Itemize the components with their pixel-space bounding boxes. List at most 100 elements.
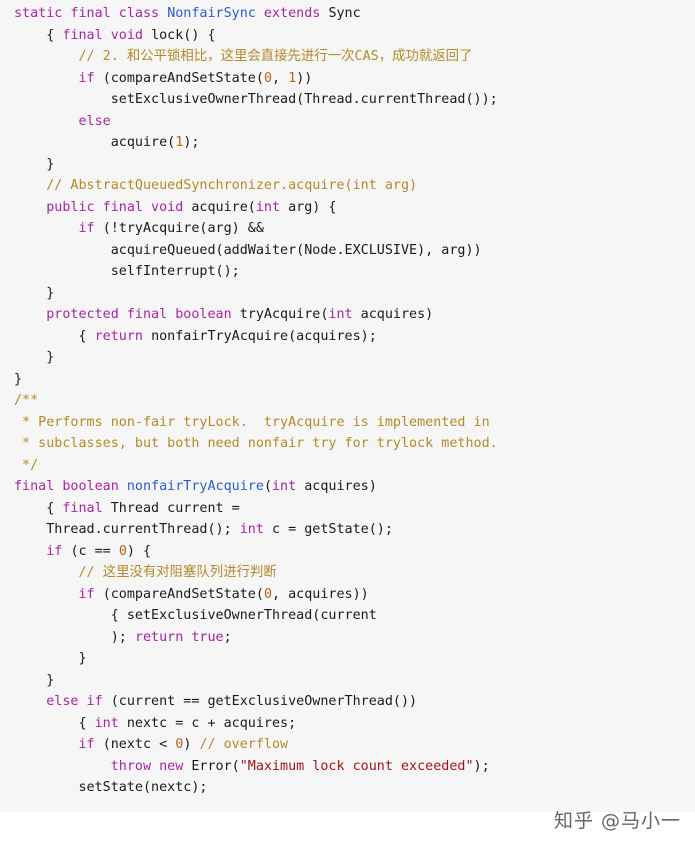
code-line: } bbox=[14, 347, 498, 369]
code-token: * subclasses, but both need nonfair try … bbox=[14, 436, 498, 451]
code-token: * Performs non-fair tryLock. tryAcquire … bbox=[14, 414, 490, 430]
code-token: acquire( bbox=[191, 199, 256, 215]
code-line: { return nonfairTryAcquire(acquires); bbox=[14, 326, 498, 348]
code-line: else if (current == getExclusiveOwnerThr… bbox=[14, 691, 498, 713]
code-listing: static final class NonfairSync extends S… bbox=[14, 3, 498, 799]
code-token: public final void bbox=[14, 199, 192, 215]
code-token: } bbox=[14, 350, 55, 365]
code-token: final bbox=[62, 500, 111, 516]
code-token: c = getState(); bbox=[271, 522, 393, 537]
code-line: } bbox=[14, 670, 498, 692]
code-token: */ bbox=[14, 457, 39, 473]
code-token: lock() { bbox=[151, 27, 216, 43]
code-token: ) bbox=[183, 737, 200, 752]
code-token: int bbox=[239, 522, 272, 537]
code-token: // overflow bbox=[199, 737, 289, 752]
code-token: { bbox=[14, 715, 95, 731]
code-token: )) bbox=[296, 70, 313, 86]
code-line: } bbox=[14, 648, 498, 670]
code-token: ; bbox=[223, 629, 232, 645]
code-token: return true bbox=[134, 629, 224, 645]
code-token: NonfairSync bbox=[167, 6, 256, 21]
code-token: { setExclusiveOwnerThread(current bbox=[14, 608, 377, 623]
code-line: if (compareAndSetState(0, acquires)) bbox=[14, 584, 498, 606]
code-token: protected final boolean bbox=[14, 307, 240, 322]
code-token: int bbox=[272, 479, 305, 494]
code-token: (compareAndSetState( bbox=[102, 70, 264, 86]
code-token: 1 bbox=[175, 135, 184, 150]
code-token: static final class bbox=[14, 6, 168, 21]
code-line: final boolean nonfairTryAcquire(int acqu… bbox=[14, 476, 498, 498]
code-token: acquireQueued(addWaiter(Node.EXCLUSIVE),… bbox=[14, 242, 482, 258]
code-token: ); bbox=[14, 629, 135, 645]
code-token: } bbox=[14, 371, 23, 387]
code-token: setExclusiveOwnerThread(Thread.currentTh… bbox=[14, 92, 498, 107]
code-token: (c == bbox=[70, 543, 119, 559]
code-token: Error( bbox=[191, 758, 240, 774]
code-line: { final void lock() { bbox=[14, 25, 498, 47]
code-token: ( bbox=[263, 479, 272, 494]
code-token: { bbox=[14, 328, 95, 344]
code-token: acquire( bbox=[14, 135, 176, 150]
code-token: ) { bbox=[126, 543, 152, 559]
code-token: (compareAndSetState( bbox=[102, 586, 264, 602]
code-line: protected final boolean tryAcquire(int a… bbox=[14, 304, 498, 326]
code-token: int bbox=[255, 199, 289, 215]
code-token: if bbox=[14, 737, 103, 752]
code-block: static final class NonfairSync extends S… bbox=[14, 3, 498, 799]
code-token: ); bbox=[183, 135, 200, 150]
code-token: acquires) bbox=[304, 479, 377, 494]
code-line: { final Thread current = bbox=[14, 498, 498, 520]
code-line: * subclasses, but both need nonfair try … bbox=[14, 433, 498, 455]
code-line: public final void acquire(int arg) { bbox=[14, 197, 498, 219]
code-token: (!tryAcquire(arg) && bbox=[102, 221, 264, 236]
code-token: if bbox=[14, 543, 71, 559]
code-line: /** bbox=[14, 390, 498, 412]
code-token: if bbox=[14, 586, 103, 602]
code-line: { setExclusiveOwnerThread(current bbox=[14, 605, 498, 627]
code-line: ); return true; bbox=[14, 627, 498, 649]
code-line: { int nextc = c + acquires; bbox=[14, 713, 498, 735]
code-line: // 这里没有对阻塞队列进行判断 bbox=[14, 562, 498, 584]
code-line: } bbox=[14, 283, 498, 305]
code-token: Thread.currentThread(); bbox=[14, 522, 240, 537]
code-token: Sync bbox=[328, 6, 361, 21]
code-line: setState(nextc); bbox=[14, 777, 498, 799]
code-token: (current == getExclusiveOwnerThread()) bbox=[110, 694, 418, 709]
code-token: int bbox=[328, 307, 361, 322]
code-token: , bbox=[272, 70, 289, 86]
code-token: else bbox=[14, 113, 111, 129]
code-token: "Maximum lock count exceeded" bbox=[239, 758, 474, 774]
code-line: // AbstractQueuedSynchronizer.acquire(in… bbox=[14, 175, 498, 197]
code-line: */ bbox=[14, 455, 498, 477]
code-token: selfInterrupt(); bbox=[14, 264, 240, 279]
code-line: if (compareAndSetState(0, 1)) bbox=[14, 68, 498, 90]
code-line: setExclusiveOwnerThread(Thread.currentTh… bbox=[14, 89, 498, 111]
code-line: else bbox=[14, 111, 498, 133]
code-token: } bbox=[14, 285, 55, 301]
code-line: // 2. 和公平锁相比，这里会直接先进行一次CAS，成功就返回了 bbox=[14, 46, 498, 68]
code-token: /** bbox=[14, 393, 39, 408]
code-token: 0 bbox=[175, 737, 184, 752]
code-token: 0 bbox=[263, 586, 272, 602]
code-line: selfInterrupt(); bbox=[14, 261, 498, 283]
code-token: nonfairTryAcquire bbox=[126, 479, 264, 494]
code-token: } bbox=[14, 651, 87, 666]
code-line: static final class NonfairSync extends S… bbox=[14, 3, 498, 25]
code-line: throw new Error("Maximum lock count exce… bbox=[14, 756, 498, 778]
code-token: tryAcquire( bbox=[239, 307, 329, 322]
code-token: final boolean bbox=[14, 479, 127, 494]
code-token: nonfairTryAcquire(acquires); bbox=[151, 328, 377, 344]
code-token: int bbox=[94, 715, 127, 731]
code-line: } bbox=[14, 369, 498, 391]
code-token: , acquires)) bbox=[272, 586, 369, 602]
code-token: nextc = c + acquires; bbox=[126, 715, 297, 731]
code-token: else if bbox=[14, 694, 111, 709]
code-token: 0 bbox=[263, 70, 272, 86]
code-line: if (nextc < 0) // overflow bbox=[14, 734, 498, 756]
code-token: if bbox=[14, 221, 103, 236]
code-line: acquireQueued(addWaiter(Node.EXCLUSIVE),… bbox=[14, 240, 498, 262]
code-token: } bbox=[14, 156, 55, 172]
code-line: acquire(1); bbox=[14, 132, 498, 154]
code-token: // 这里没有对阻塞队列进行判断 bbox=[14, 565, 277, 580]
